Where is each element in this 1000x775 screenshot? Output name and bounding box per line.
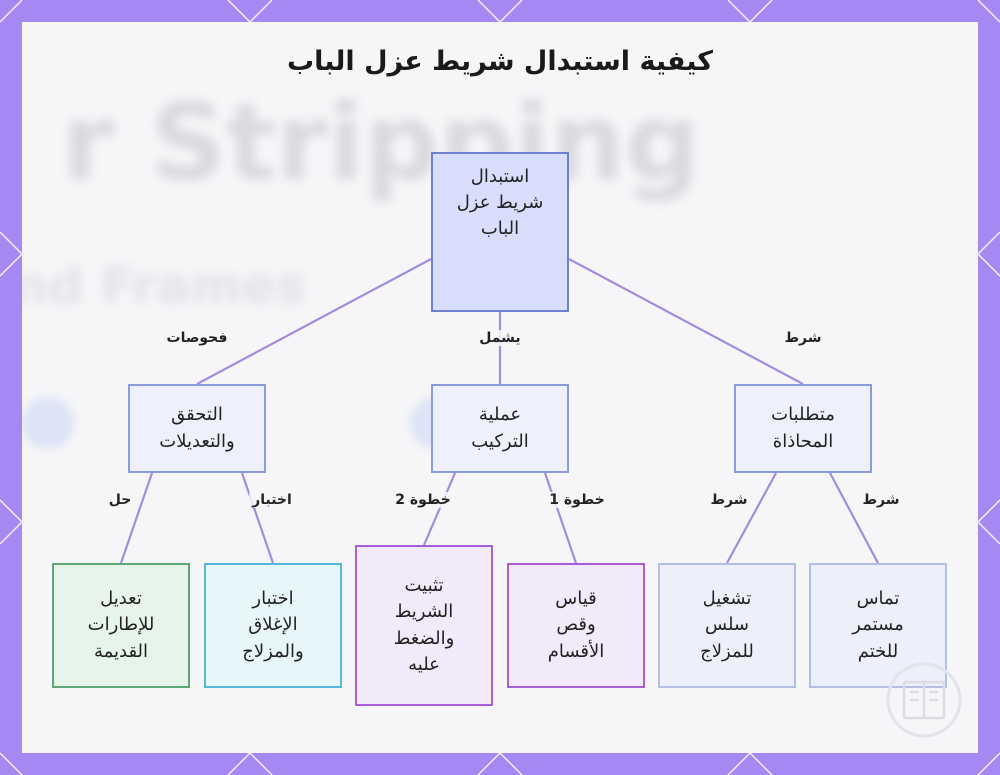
background-heading: r Stripping [62,82,701,204]
background-circle [22,397,74,449]
node-installation-process: عملية التركيب [431,384,569,473]
diagram-title: كيفية استبدال شريط عزل الباب [286,46,714,77]
edge-req-contact [829,472,879,564]
book-logo-icon [886,662,962,738]
node-checks-adjustments: التحقق والتعديلات [128,384,266,473]
node-fix-press: تثبيت الشريط والضغط عليه [355,545,493,706]
background-subheading: nd Frames [22,257,306,315]
edge-checks-test [240,472,275,564]
edge-label-adjust: حل [105,492,135,508]
edge-label-checks: فحوصات [163,330,231,346]
edge-inst-measure [543,472,578,564]
edge-req-smooth [726,472,777,564]
edge-label-smooth: شرط [707,492,751,508]
edge-root-checks [196,258,432,385]
node-test-closing: اختبار الإغلاق والمزلاج [204,563,342,688]
node-alignment-requirements: متطلبات المحاذاة [734,384,872,473]
edge-label-installation: يشمل [476,330,524,346]
edge-label-fix: خطوة 2 [392,492,454,508]
node-smooth-latch: تشغيل سلس للمزلاج [658,563,796,688]
node-measure-cut: قياس وقص الأقسام [507,563,645,688]
node-continuous-contact: تماس مستمر للختم [809,563,947,688]
node-adjust-old-frames: تعديل للإطارات القديمة [52,563,190,688]
edge-label-contact: شرط [859,492,903,508]
edge-label-measure: خطوة 1 [546,492,608,508]
edge-label-test: اختبار [249,492,295,508]
edge-checks-adjust [119,472,154,564]
edge-root-requirements [568,258,804,385]
edge-inst-fix [422,472,457,546]
edge-label-requirements: شرط [781,330,825,346]
node-root: استبدال شريط عزل الباب [431,152,569,312]
